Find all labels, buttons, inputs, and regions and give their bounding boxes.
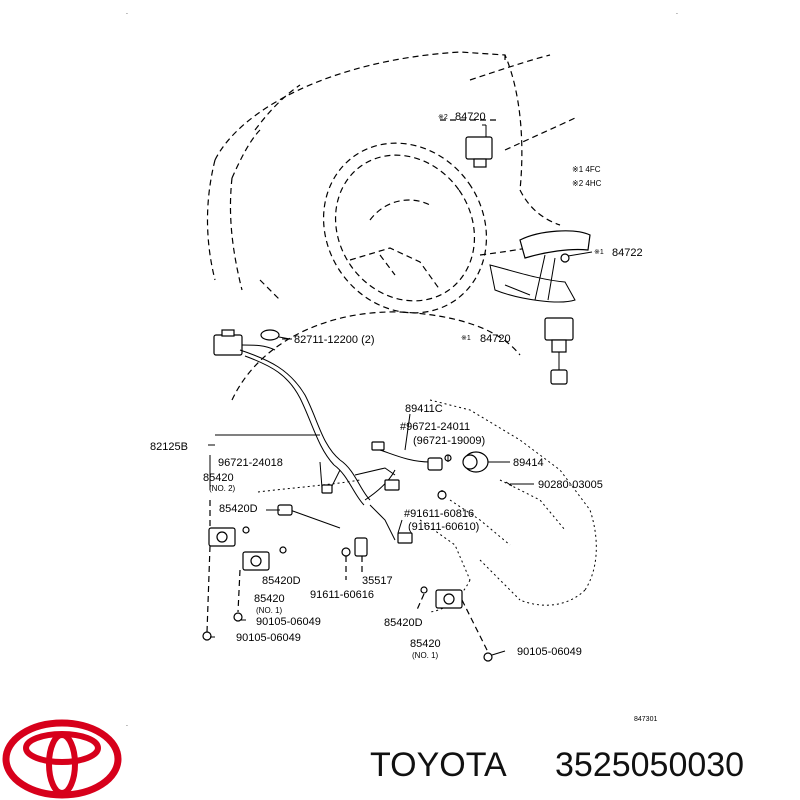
label-85420d-3: 85420D — [384, 617, 423, 629]
label-85420-no1a-sub: (NO. 1) — [256, 606, 283, 615]
mark-84720-mid: ※1 — [461, 335, 471, 342]
switch-85420-no2 — [208, 526, 250, 547]
label-35517: 35517 — [362, 575, 393, 587]
label-91611-60610: (91611-60610) — [408, 521, 479, 533]
wire-harness — [239, 349, 452, 544]
label-91611-60616: 91611-60616 — [310, 589, 374, 601]
label-85420-no1b-sub: (NO. 1) — [412, 651, 439, 660]
transfer-lever — [489, 230, 593, 303]
label-90105-a: 90105-06049 — [256, 616, 321, 628]
label-90280: 90280-03005 — [538, 479, 603, 491]
toyota-logo — [2, 719, 122, 799]
mark-84722: ※1 — [594, 249, 604, 256]
bolts — [202, 537, 493, 662]
note-1: ※1 4FC — [572, 165, 601, 174]
label-84720-top: 84720 — [455, 111, 486, 123]
label-90105-c: 90105-06049 — [517, 646, 582, 658]
switch-85420-no1a — [242, 546, 287, 571]
label-85420-no1b: 85420 — [410, 638, 441, 650]
label-96721-24011: #96721-24011 — [400, 421, 470, 433]
steering-wheel — [322, 142, 488, 314]
label-85420-no2-sub: (NO. 2) — [209, 484, 236, 493]
transmission-outline — [257, 399, 597, 613]
figure-code: 847301 — [634, 716, 657, 723]
label-82125b: 82125B — [150, 441, 188, 453]
label-96721-24018: 96721-24018 — [218, 457, 283, 469]
label-96721-19009: (96721-19009) — [413, 435, 485, 447]
label-85420-no2: 85420 — [203, 472, 234, 484]
label-84720-mid: 84720 — [480, 333, 511, 345]
label-82711: 82711-12200 (2) — [294, 334, 375, 346]
label-85420-no1a: 85420 — [254, 593, 285, 605]
dashboard-outline — [206, 51, 576, 401]
brand-name: TOYOTA — [370, 746, 507, 784]
switch-85420-no1b — [420, 586, 463, 609]
label-85420d-1: 85420D — [219, 503, 258, 515]
label-90105-b: 90105-06049 — [236, 632, 301, 644]
note-2: ※2 4HC — [572, 179, 602, 188]
label-85420d-2: 85420D — [262, 575, 301, 587]
corner-mark-top-left: . — [126, 9, 128, 16]
sensor-89414 — [462, 451, 534, 487]
part-number: 3525050030 — [555, 746, 744, 784]
switch-84720-mid — [544, 317, 574, 385]
label-89414: 89414 — [513, 457, 544, 469]
corner-mark-bottom-left: . — [126, 721, 128, 728]
corner-mark-top-right: . — [676, 9, 678, 16]
harness-connector-top — [213, 329, 291, 356]
label-91611-60816: #91611-60816 — [404, 508, 474, 520]
label-84722: 84722 — [612, 247, 643, 259]
leader-lines — [206, 124, 506, 656]
callout-labels: ※1 4FC ※2 4HC ※2 84720 ※1 84722 ※1 84720… — [150, 111, 657, 723]
mark-84720-top: ※2 — [438, 114, 448, 121]
label-89411c: 89411C — [405, 403, 443, 415]
switch-84720-top — [465, 125, 493, 168]
